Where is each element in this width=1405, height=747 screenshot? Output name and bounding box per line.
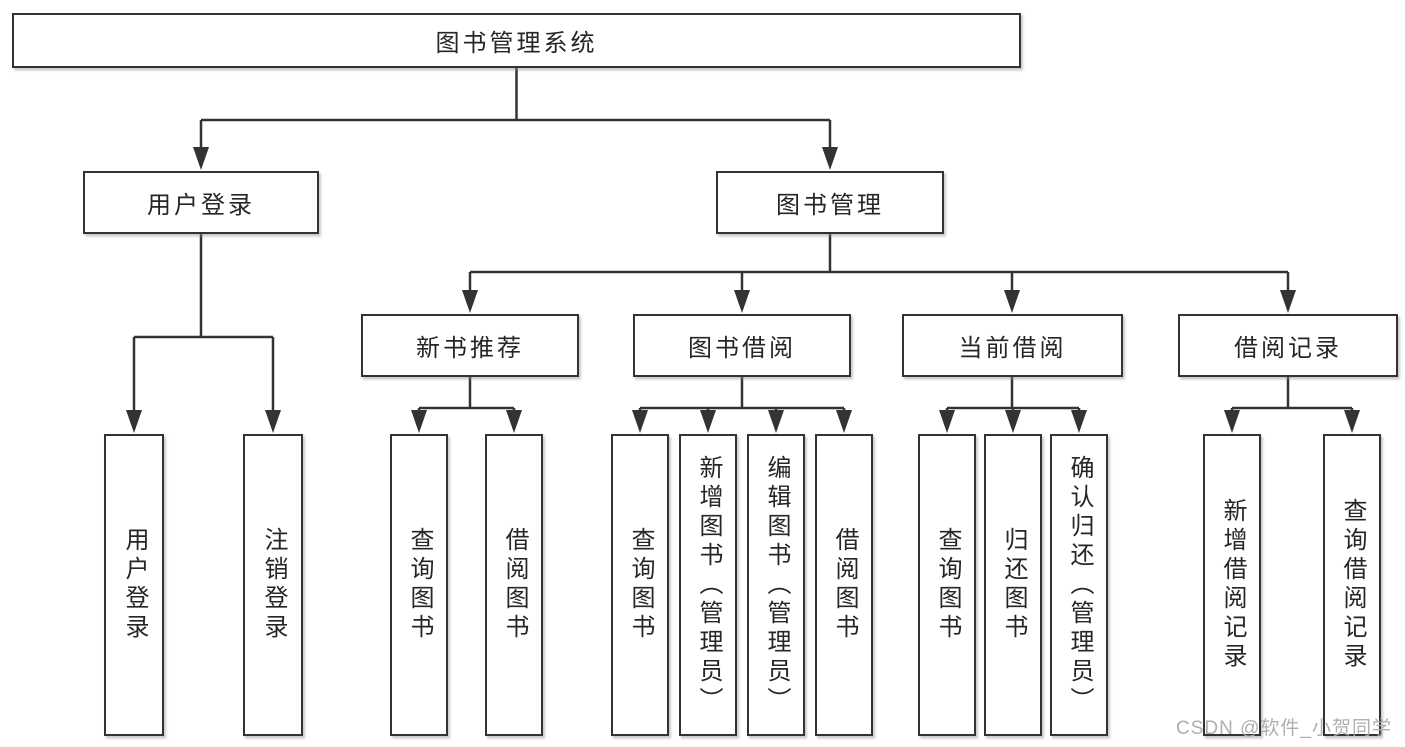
leaf-borrow-books-recommend: 借阅图书: [485, 434, 543, 736]
leaf-logout: 注销登录: [243, 434, 303, 736]
connector-currentborrow-to-leaves: [945, 377, 1081, 413]
csdn-watermark: CSDN @软件_小贺同学: [1176, 718, 1392, 739]
leaf-label: 编辑图书（管理员）: [763, 454, 790, 716]
leaf-borrow-books-2: 借阅图书: [815, 434, 873, 736]
leaf-query-books-current: 查询图书: [918, 434, 976, 736]
leaf-confirm-return-admin: 确认归还（管理员）: [1050, 434, 1108, 736]
connector-borrowrecord-to-leaves: [1230, 377, 1354, 413]
leaf-label: 注销登录: [260, 527, 287, 643]
leaf-add-borrow-record: 新增借阅记录: [1203, 434, 1261, 736]
leaf-label: 确认归还（管理员）: [1066, 454, 1093, 716]
connector-userlogin-to-leaves: [132, 234, 275, 414]
leaf-label: 查询借阅记录: [1339, 498, 1366, 672]
node-new-book-recommend: 新书推荐: [361, 314, 579, 377]
leaf-add-book-admin: 新增图书（管理员）: [679, 434, 737, 736]
node-user-login: 用户登录: [83, 171, 319, 234]
leaf-label: 新增图书（管理员）: [695, 454, 722, 716]
leaf-label: 查询图书: [627, 527, 654, 643]
leaf-query-books-recommend: 查询图书: [390, 434, 448, 736]
leaf-return-book: 归还图书: [984, 434, 1042, 736]
leaf-label: 借阅图书: [501, 527, 528, 643]
leaf-label: 归还图书: [1000, 527, 1027, 643]
leaf-query-books-borrow: 查询图书: [611, 434, 669, 736]
connector-bookmgmt-to-level3: [468, 234, 1290, 292]
leaf-label: 用户登录: [121, 527, 148, 643]
connector-bookborrow-to-leaves: [638, 377, 846, 413]
leaf-label: 查询图书: [934, 527, 961, 643]
leaf-label: 新增借阅记录: [1219, 498, 1246, 672]
leaf-edit-book-admin: 编辑图书（管理员）: [747, 434, 805, 736]
node-book-borrow: 图书借阅: [633, 314, 851, 377]
arrowheads: [126, 147, 1360, 433]
leaf-label: 借阅图书: [831, 527, 858, 643]
node-borrow-record: 借阅记录: [1178, 314, 1398, 377]
leaf-query-borrow-record: 查询借阅记录: [1323, 434, 1381, 736]
leaf-label: 查询图书: [406, 527, 433, 643]
node-current-borrow: 当前借阅: [902, 314, 1123, 377]
connector-root-to-level2: [199, 68, 832, 150]
node-book-management: 图书管理: [716, 171, 944, 234]
leaf-user-login: 用户登录: [104, 434, 164, 736]
node-library-system: 图书管理系统: [12, 13, 1021, 68]
connector-newbook-to-leaves: [417, 377, 516, 413]
